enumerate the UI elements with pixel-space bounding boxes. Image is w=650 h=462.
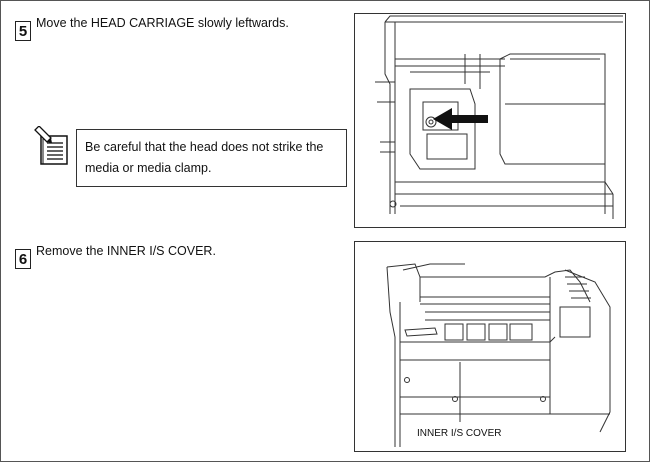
figure-step-6: INNER I/S COVER: [354, 241, 626, 452]
step-number-label: 6: [18, 250, 28, 268]
caution-note-text: Be careful that the head does not strike…: [85, 140, 324, 175]
step-number-6: 6: [15, 249, 31, 269]
step-6-instruction: Remove the INNER I/S COVER.: [36, 244, 216, 258]
caution-note: Be careful that the head does not strike…: [76, 129, 347, 187]
step-number-label: 5: [18, 22, 28, 40]
arrow-left-icon: [433, 108, 488, 130]
head-carriage-illustration: [375, 15, 623, 219]
figure-step-5: [354, 13, 626, 228]
note-book-pencil-icon: [33, 125, 71, 171]
step-5-instruction: Move the HEAD CARRIAGE slowly leftwards.: [36, 16, 289, 30]
step-number-5: 5: [15, 21, 31, 41]
inner-is-cover-callout: INNER I/S COVER: [417, 428, 501, 439]
inner-is-cover-illustration: INNER I/S COVER: [386, 263, 611, 447]
